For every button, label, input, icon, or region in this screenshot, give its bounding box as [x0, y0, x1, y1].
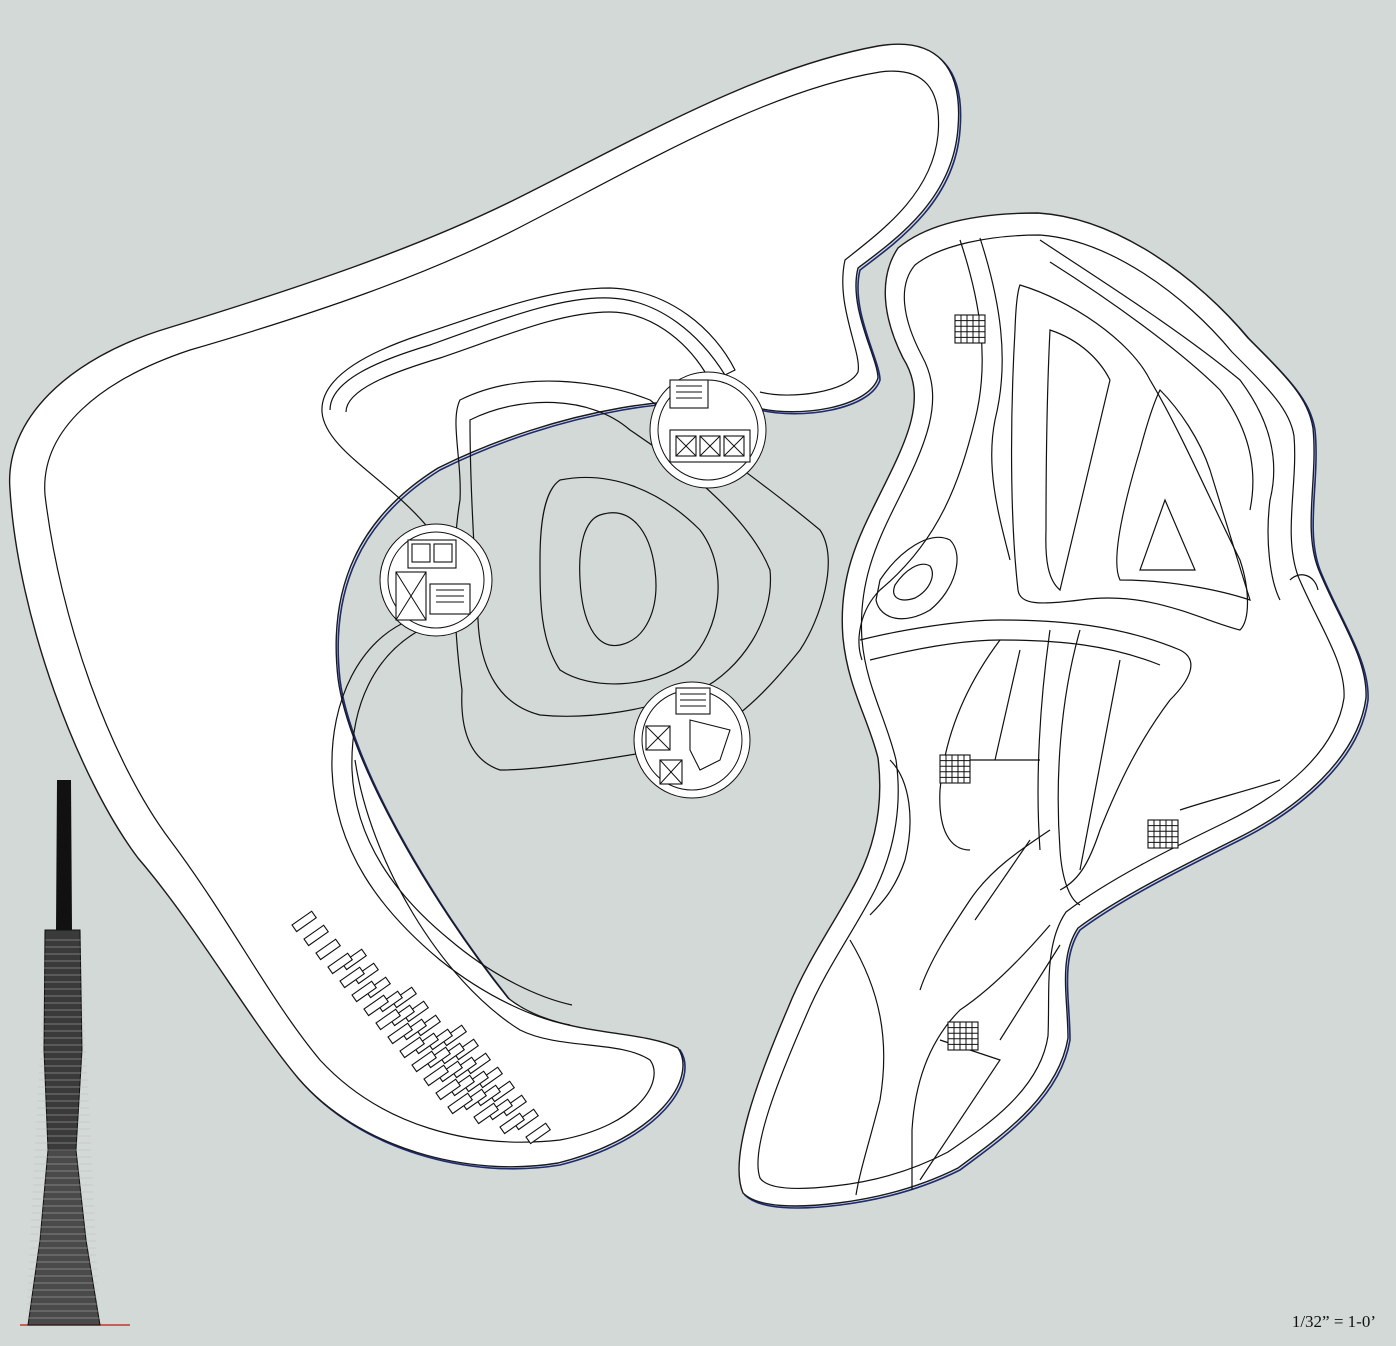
inner-ring-road-2: [345, 311, 706, 413]
lodging-unit: [425, 1046, 452, 1069]
lodging-unit: [449, 1074, 476, 1097]
lodging-unit: [411, 1050, 438, 1073]
internal-road-4: [1049, 261, 1254, 511]
left-island-perimeter-road-outer: [44, 494, 655, 1143]
lodging-unit: [327, 952, 354, 975]
lodging-unit: [461, 1088, 488, 1111]
lodging-unit: [291, 910, 318, 933]
lodging-unit: [315, 938, 342, 961]
lodging-unit: [489, 1080, 516, 1103]
lodging-unit: [303, 924, 330, 947]
pond-inner: [893, 563, 933, 601]
lodging-unit: [375, 1008, 402, 1031]
hub-west: [379, 523, 493, 637]
lodging-unit: [387, 1022, 414, 1045]
internal-road-15: [919, 829, 1051, 991]
lodging-unit: [427, 1028, 454, 1051]
lodging-unit: [451, 1056, 478, 1079]
lodging-unit: [413, 1032, 440, 1055]
lodging-unit: [415, 1014, 442, 1037]
south-arm-road: [331, 619, 571, 1026]
lodging-unit: [513, 1108, 540, 1131]
lodging-rows: [291, 910, 552, 1145]
lodging-unit: [353, 962, 380, 985]
lodging-unit: [377, 990, 404, 1013]
tower-spire: [56, 780, 72, 930]
tower-footprint: [947, 1021, 979, 1051]
internal-road-5: [1010, 284, 1249, 631]
lodging-unit: [401, 1018, 428, 1041]
lodging-unit: [339, 966, 366, 989]
lodging-unit: [363, 994, 390, 1017]
internal-road-7: [869, 639, 1161, 666]
lodging-unit: [453, 1038, 480, 1061]
internal-road-6: [859, 619, 1192, 891]
lodging-unit: [423, 1064, 450, 1087]
hub-south: [633, 681, 751, 799]
lodging-unit: [391, 986, 418, 1009]
hub-north: [649, 371, 767, 489]
lodging-unit: [473, 1102, 500, 1125]
lodging-unit: [463, 1070, 490, 1093]
internal-road-16: [974, 839, 1031, 921]
right-island-land: [738, 212, 1367, 1207]
lodging-unit: [365, 976, 392, 999]
lodging-unit: [341, 948, 368, 971]
tower-footprint: [954, 314, 986, 344]
lodging-unit: [525, 1122, 552, 1145]
lodging-unit: [403, 1000, 430, 1023]
lodging-unit: [499, 1112, 526, 1135]
internal-road-19: [849, 939, 885, 1196]
south-arm-road-inner: [351, 629, 573, 1006]
block-triangle-2: [1116, 388, 1251, 601]
inner-ring-road-1: [321, 287, 736, 531]
lodging-unit: [351, 980, 378, 1003]
left-island: [8, 43, 962, 1170]
tower-upper-shaft: [43, 929, 83, 1151]
internal-road-18: [999, 944, 1061, 1041]
lodging-unit: [487, 1098, 514, 1121]
block-triangle-3: [1139, 498, 1196, 571]
lodging-unit: [389, 1004, 416, 1027]
internal-road-9: [1037, 629, 1051, 851]
tower-footprint: [1147, 819, 1179, 849]
inner-lake-core: [579, 512, 657, 647]
internal-road-8: [1057, 629, 1081, 906]
internal-road-2: [979, 237, 1011, 561]
internal-road-21: [1179, 779, 1281, 811]
left-island-perimeter-road: [44, 70, 940, 496]
left-island-land: [8, 43, 960, 1168]
internal-road-3: [1039, 239, 1281, 601]
lodging-unit: [437, 1060, 464, 1083]
lodging-unit: [477, 1066, 504, 1089]
lodging-unit: [441, 1024, 468, 1047]
tower-floor-lines: [26, 939, 100, 1319]
tower-footprints: [939, 314, 1179, 1051]
lodging-unit: [501, 1094, 528, 1117]
tower-footprint: [939, 754, 971, 784]
lodging-unit: [399, 1036, 426, 1059]
pond-outer: [875, 536, 958, 620]
internal-road-22: [1289, 574, 1319, 591]
internal-road-17: [911, 924, 1051, 1190]
lodging-unit: [465, 1052, 492, 1075]
tower-elevation: [20, 780, 130, 1326]
lodging-unit: [447, 1092, 474, 1115]
block-triangle-1: [1045, 329, 1111, 592]
right-island: [738, 212, 1369, 1209]
internal-road-14: [869, 759, 911, 916]
internal-road-10: [1079, 659, 1121, 871]
lodging-unit: [439, 1042, 466, 1065]
lodging-unit: [475, 1084, 502, 1107]
inner-lake-inner: [539, 476, 719, 685]
internal-road-13: [994, 649, 1021, 761]
scale-label: 1/32” = 1-0’: [1291, 1312, 1376, 1331]
lodging-unit: [435, 1078, 462, 1101]
tower-lower-shaft: [27, 1149, 101, 1326]
